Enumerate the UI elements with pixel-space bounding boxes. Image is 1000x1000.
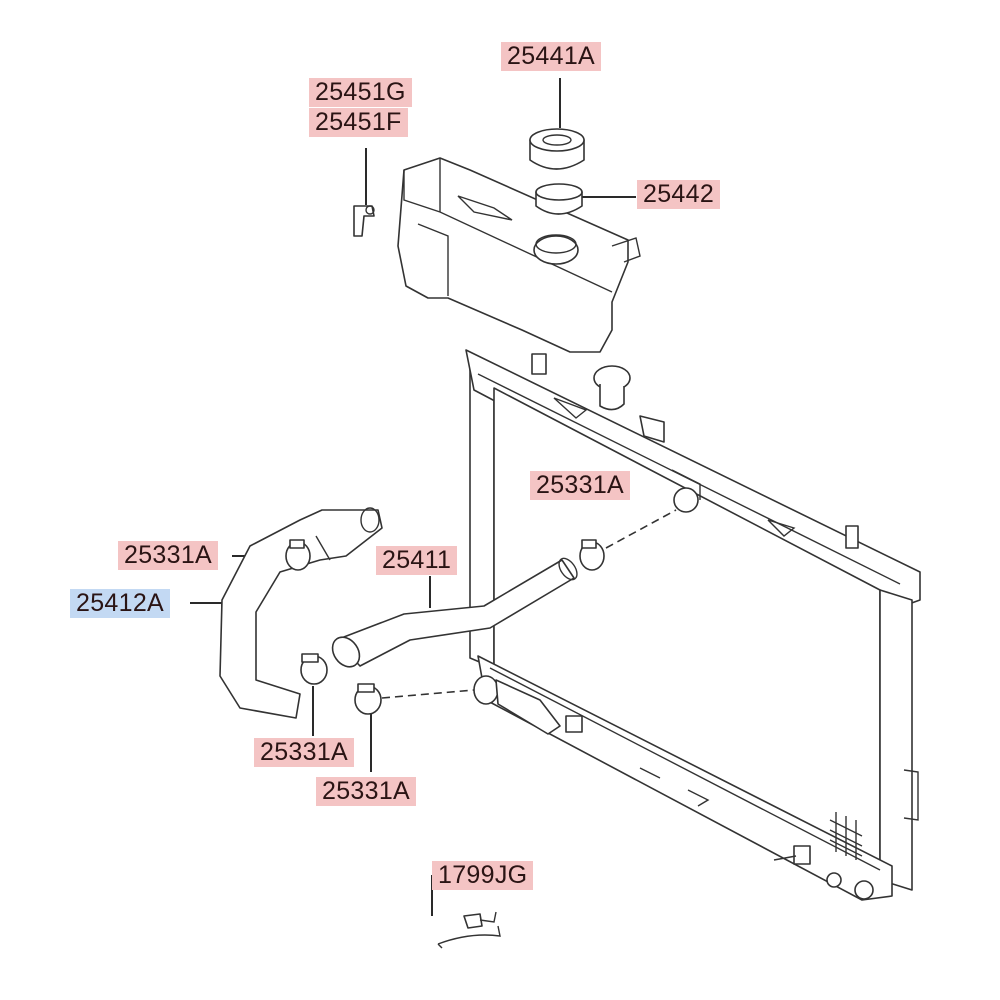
bolt-wire-clip (437, 911, 501, 949)
connection-dashes (381, 509, 677, 699)
upper-radiator-hose (331, 557, 578, 668)
part-label-25331A-upper-right[interactable]: 25331A (530, 471, 630, 500)
radiator (465, 349, 921, 901)
clamp-upper-right (579, 539, 605, 571)
part-label-25442[interactable]: 25442 (637, 180, 721, 209)
clamp-lower-right (354, 683, 382, 715)
lower-radiator-hose (219, 507, 383, 719)
part-label-1799JG[interactable]: 1799JG (432, 861, 534, 890)
overflow-hose (353, 205, 375, 237)
clamp-lower-left (300, 653, 328, 685)
part-label-25441A[interactable]: 25441A (501, 42, 601, 71)
cap-seal (535, 183, 583, 215)
part-label-25331A-upper-left[interactable]: 25331A (118, 541, 218, 570)
part-label-25331A-lower-left[interactable]: 25331A (254, 738, 354, 767)
part-label-25411[interactable]: 25411 (376, 546, 458, 575)
reservoir-cap (529, 128, 585, 170)
part-label-25412A[interactable]: 25412A (70, 589, 170, 618)
part-label-25451F[interactable]: 25451F (309, 108, 408, 137)
clamp-upper-left (285, 539, 311, 571)
part-label-25331A-lower-right[interactable]: 25331A (316, 777, 416, 806)
coolant-reservoir-tank (397, 157, 641, 353)
hose-clamps (285, 539, 605, 715)
part-label-25451G[interactable]: 25451G (309, 78, 412, 107)
